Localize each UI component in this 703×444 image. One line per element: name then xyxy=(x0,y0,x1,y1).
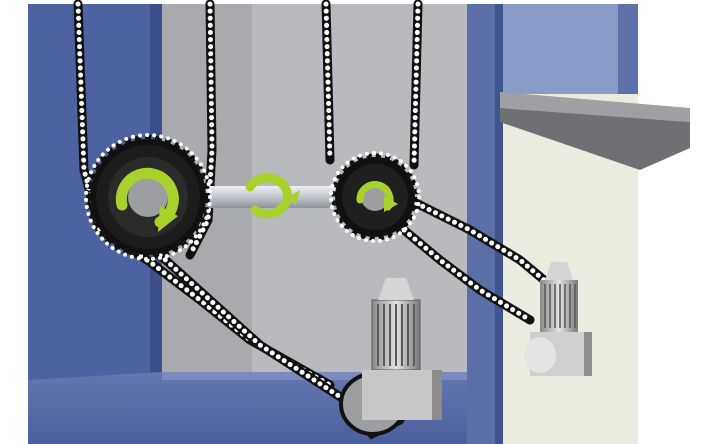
upper-right-panel-edge xyxy=(618,4,638,94)
right-frame-post xyxy=(467,4,497,444)
upper-right-panel xyxy=(503,4,638,94)
right-frame-post-edge xyxy=(495,4,503,444)
small-sprocket-icon xyxy=(335,157,415,237)
large-sprocket-icon xyxy=(90,139,206,255)
